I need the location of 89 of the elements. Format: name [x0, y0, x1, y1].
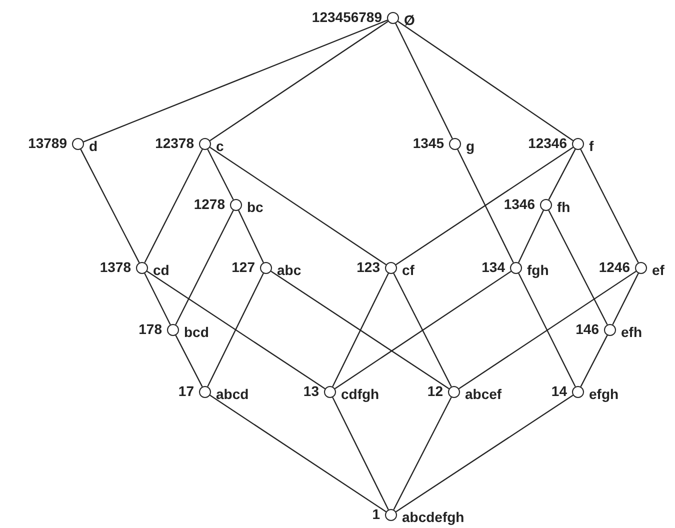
intent-label: efgh — [589, 386, 619, 402]
lattice-line — [270, 270, 450, 390]
extent-label: 134 — [482, 259, 505, 275]
extent-label: 123456789 — [312, 9, 382, 25]
intent-label: cd — [153, 262, 170, 278]
lattice-line — [548, 210, 608, 325]
intent-label: bc — [247, 199, 264, 215]
extent-label: 127 — [232, 259, 255, 275]
lattice-line — [210, 394, 386, 512]
lattice-line — [518, 273, 576, 387]
lattice-node-circle — [387, 12, 399, 24]
lattice-line — [458, 270, 636, 390]
lattice-node-circle — [449, 138, 461, 150]
intent-label: efh — [621, 324, 642, 340]
lattice-line — [580, 335, 608, 387]
intent-label: ef — [652, 262, 664, 278]
intent-label: c — [216, 138, 224, 154]
lattice-line — [612, 273, 639, 325]
lattice-line — [395, 23, 453, 139]
lattice-node-circle — [385, 262, 397, 274]
lattice-node-circle — [572, 138, 584, 150]
extent-label: 12378 — [155, 135, 194, 151]
intent-label: bcd — [184, 324, 209, 340]
intent-label: cdfgh — [341, 386, 380, 402]
extent-label: 13 — [303, 383, 319, 399]
lattice-line — [238, 210, 264, 263]
extent-label: 1345 — [412, 135, 444, 151]
lattice-node-circle — [510, 262, 522, 274]
intent-label: fgh — [527, 262, 549, 278]
extent-label: 12 — [427, 383, 443, 399]
intent-label: cf — [402, 262, 414, 278]
lattice-node-circle — [635, 262, 647, 274]
lattice-line — [393, 273, 452, 387]
lattice-node-circle — [385, 509, 397, 521]
lattice-line — [210, 146, 386, 266]
lattice-node-circle — [199, 138, 211, 150]
intent-label: abcd — [216, 386, 249, 402]
lattice-node-circle — [324, 386, 336, 398]
extent-label: 146 — [576, 321, 599, 337]
lattice-line — [207, 149, 234, 200]
lattice-node-circle — [604, 324, 616, 336]
lattice-node-circle — [72, 138, 84, 150]
intent-label: abcef — [465, 386, 502, 402]
extent-label: 178 — [138, 321, 162, 337]
extent-label: 1 — [372, 506, 380, 522]
lattice-line — [396, 146, 574, 266]
lattice-node-circle — [260, 262, 272, 274]
lattice-node-circle — [540, 199, 552, 211]
extent-label: 17 — [178, 383, 194, 399]
extent-label: 1278 — [194, 196, 225, 212]
intent-label: abc — [277, 262, 302, 278]
extent-label: 13789 — [28, 135, 67, 151]
intent-label: Ø — [404, 12, 415, 28]
lattice-line — [457, 149, 514, 263]
lattice-node-circle — [572, 386, 584, 398]
extent-label: 12346 — [528, 135, 567, 151]
lattice-line — [175, 335, 203, 387]
lattice-line — [210, 20, 388, 142]
lattice-line — [146, 270, 326, 390]
intent-label: f — [589, 138, 594, 154]
lattice-line — [332, 273, 389, 387]
lattice-node-circle — [199, 386, 211, 398]
lattice-line — [518, 210, 544, 263]
lattice-line — [80, 149, 140, 263]
lattice-node-circle — [136, 262, 148, 274]
lattice-line — [548, 149, 576, 200]
lattice-line — [175, 210, 234, 325]
lattice-line — [334, 270, 512, 390]
lattice-line — [144, 273, 171, 325]
lattice-line — [83, 20, 388, 142]
lattice-node-circle — [167, 324, 179, 336]
extent-label: 1378 — [100, 259, 131, 275]
lattice-line — [396, 394, 574, 512]
intent-label: abcdefgh — [402, 509, 464, 525]
intent-label: d — [89, 138, 98, 154]
lattice-line — [207, 273, 264, 387]
intent-label: fh — [557, 199, 570, 215]
extent-label: 123 — [356, 259, 380, 275]
extent-label: 1346 — [504, 196, 535, 212]
extent-label: 1246 — [598, 259, 630, 275]
lattice-node-circle — [448, 386, 460, 398]
lattice-line — [398, 20, 574, 142]
intent-label: g — [466, 138, 475, 154]
lattice-line — [580, 149, 639, 263]
extent-label: 14 — [551, 383, 567, 399]
lattice-node-circle — [230, 199, 242, 211]
lattice-line — [332, 397, 389, 510]
lattice-line — [393, 397, 452, 510]
lattice-line — [144, 149, 203, 263]
